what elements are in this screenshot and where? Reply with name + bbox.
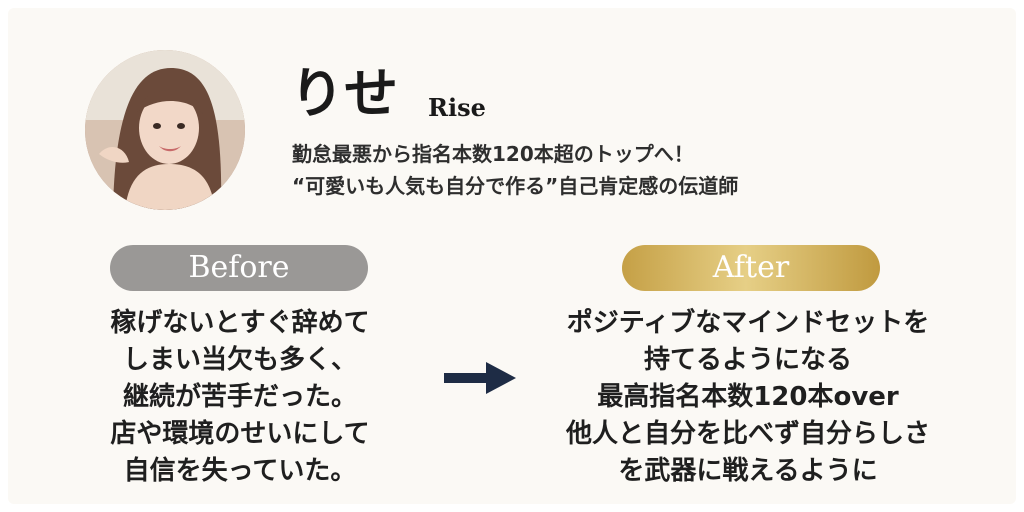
right-arrow-icon	[444, 362, 516, 394]
before-badge: Before	[110, 245, 368, 291]
before-line: しまい当欠も多く、	[122, 345, 357, 375]
after-line: ポジティブなマインドセットを	[566, 308, 930, 338]
after-line: 持てるようになる	[643, 345, 852, 375]
portrait-photo-icon	[85, 50, 245, 210]
after-line: を武器に戦えるように	[618, 456, 878, 486]
profile-tagline-line: “可愛いも人気も自分で作る”自己肯定感の伝道師	[292, 174, 739, 198]
after-description: ポジティブなマインドセットを 持てるようになる 最高指名本数120本over 他…	[538, 305, 958, 490]
before-line: 店や環境のせいにして	[110, 419, 370, 449]
profile-tagline-line: 勤怠最悪から指名本数120本超のトップへ！	[292, 142, 694, 166]
before-description: 稼げないとすぐ辞めて しまい当欠も多く、 継続が苦手だった。 店や環境のせいにし…	[70, 305, 410, 490]
before-line: 稼げないとすぐ辞めて	[110, 308, 370, 338]
after-line: 最高指名本数120本over	[597, 382, 899, 412]
before-line: 継続が苦手だった。	[122, 382, 357, 412]
profile-card: りせ Rise 勤怠最悪から指名本数120本超のトップへ！ “可愛いも人気も自分…	[8, 8, 1016, 504]
after-badge: After	[622, 245, 880, 291]
avatar	[85, 50, 245, 210]
before-line: 自信を失っていた。	[123, 456, 357, 486]
after-line: 他人と自分を比べず自分らしさ	[565, 419, 930, 449]
profile-name-romaji: Rise	[428, 93, 486, 122]
profile-name: りせ	[290, 61, 398, 125]
